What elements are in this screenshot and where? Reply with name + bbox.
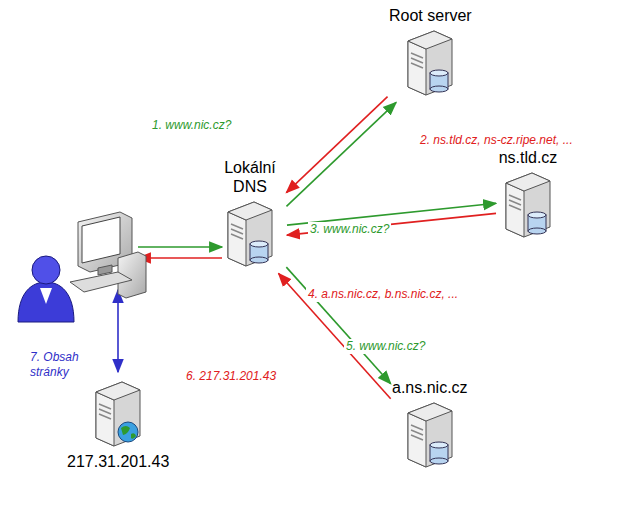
server-name: Lokální DNS xyxy=(215,158,285,196)
server-node: Lokální DNS xyxy=(215,158,285,272)
server-icon-box xyxy=(400,27,460,99)
server-icon xyxy=(498,169,558,241)
query-arrow xyxy=(286,97,387,193)
server-icon xyxy=(220,198,280,270)
server-name: 217.31.201.43 xyxy=(67,452,169,471)
content-wire xyxy=(117,290,119,372)
server-icon-box xyxy=(88,378,148,450)
response-wire xyxy=(138,257,222,259)
step-label: 1. www.nic.cz? xyxy=(150,118,233,133)
server-name: Root server xyxy=(389,6,472,25)
server-name: a.ns.nic.cz xyxy=(392,378,468,397)
query-arrow xyxy=(286,267,390,384)
server-node: Root server xyxy=(389,6,472,101)
request-wire xyxy=(138,246,222,248)
query-arrow xyxy=(286,102,396,206)
server-icon-box xyxy=(498,169,558,241)
server-icon xyxy=(400,399,460,471)
step-label: 2. ns.tld.cz, ns-cz.ripe.net, ... xyxy=(418,133,575,148)
step-label: 5. www.nic.cz? xyxy=(344,339,427,354)
server-icon xyxy=(400,27,460,99)
server-name: ns.tld.cz xyxy=(499,148,558,167)
server-icon-box xyxy=(400,399,460,471)
step-label: 6. 217.31.201.43 xyxy=(184,369,278,384)
server-icon xyxy=(88,378,148,450)
server-node: 217.31.201.43 xyxy=(67,376,169,471)
server-node: ns.tld.cz xyxy=(498,148,558,243)
step-label: 4. a.ns.nic.cz, b.ns.nic.cz, ... xyxy=(306,287,460,302)
server-node: a.ns.nic.cz xyxy=(392,378,468,473)
server-icon-box xyxy=(220,198,280,270)
user-icon xyxy=(18,256,74,322)
computer-icon xyxy=(70,212,146,298)
step-label: 3. www.nic.cz? xyxy=(308,222,391,237)
step-label: 7. Obsah stránky xyxy=(30,350,90,380)
